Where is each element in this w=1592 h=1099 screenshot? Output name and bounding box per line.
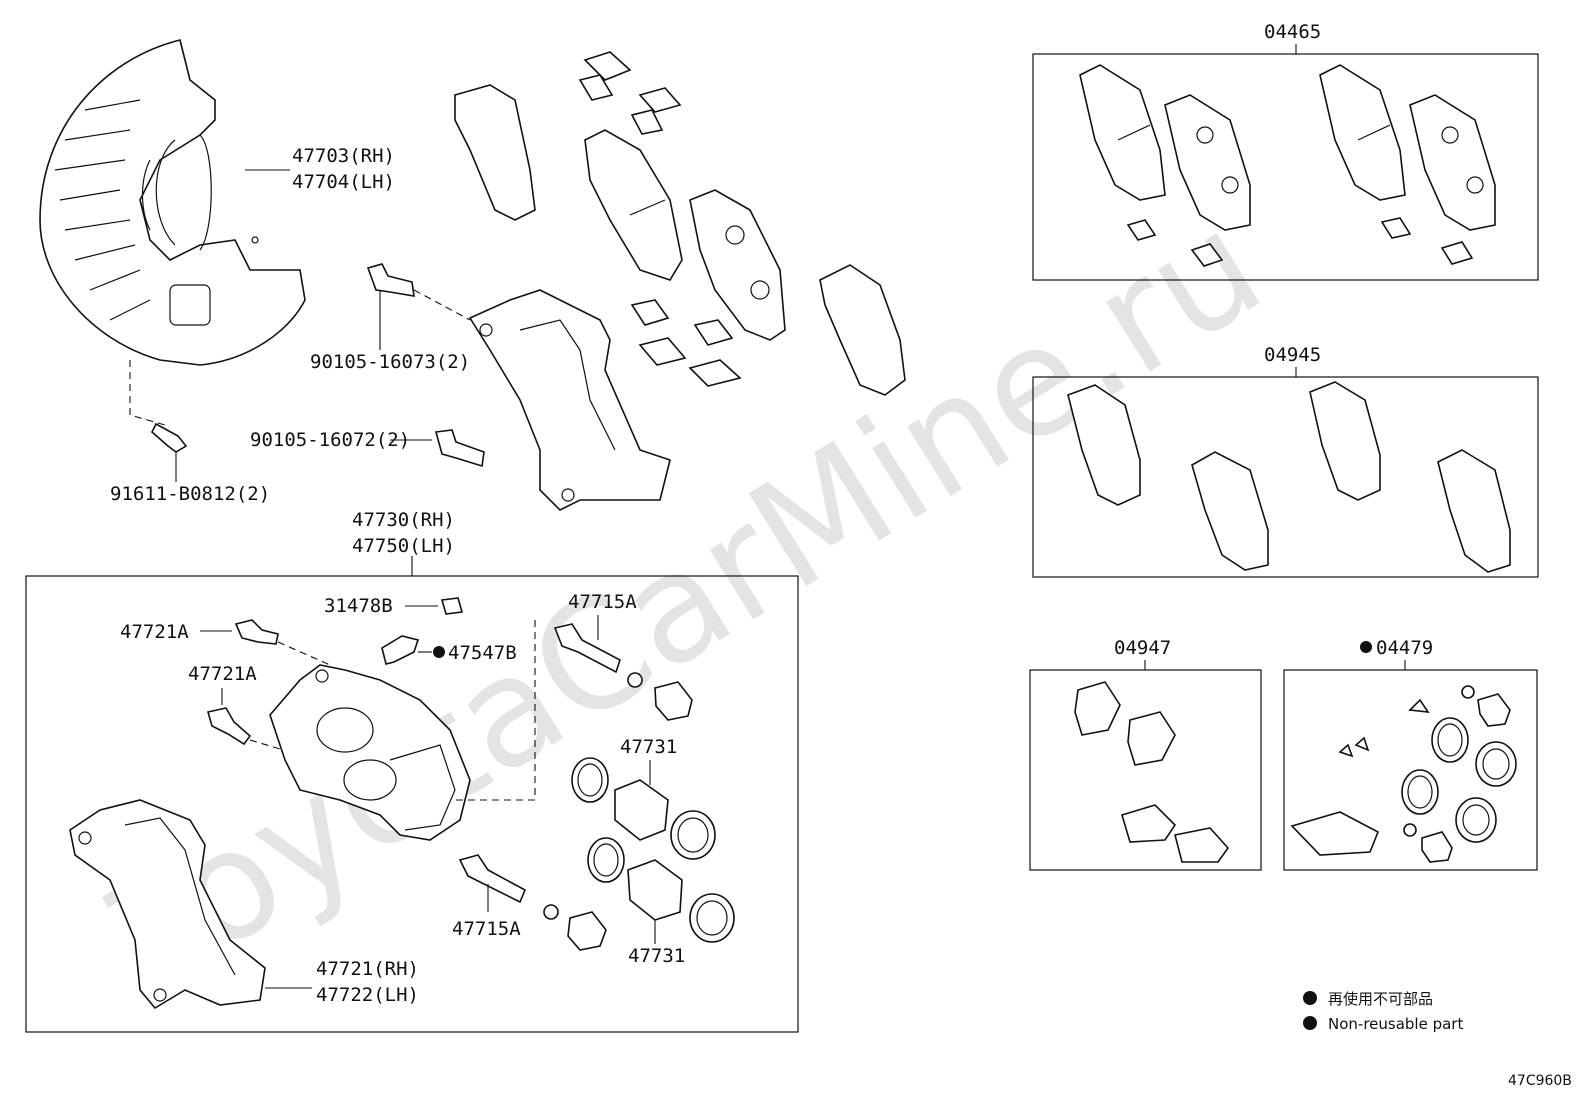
mounting-rh-label: 47721(RH): [316, 958, 419, 980]
piston-bottom-label: 47731: [628, 945, 685, 967]
legend-line2: Non-reusable part: [1328, 1015, 1463, 1033]
bleeder-plug: [381, 635, 420, 665]
kit-04479-parts: [1290, 685, 1517, 863]
pad-outer: [689, 189, 786, 341]
dust-shield: [39, 39, 306, 366]
piston-top-label: 47731: [620, 736, 677, 758]
legend-dot-1: [1303, 991, 1317, 1005]
caliper-rh-label: 47730(RH): [352, 509, 455, 531]
kit-04479-label: 04479: [1376, 637, 1433, 659]
kit-04947-clips: [1074, 681, 1230, 863]
slide-bushings-bottom: [543, 904, 607, 951]
slide-bolt-top: [553, 623, 621, 674]
bolt-91611-label: 91611-B0812(2): [110, 483, 270, 505]
caliper-body: [269, 664, 471, 841]
bolt-16072: [434, 429, 485, 468]
non-reusable-dot-04479: [1360, 641, 1372, 653]
non-reusable-dot: [433, 646, 445, 658]
kit-04947-box: [1029, 669, 1262, 871]
slide-bushings-top: [627, 672, 693, 721]
caliper-bracket-top: [468, 289, 671, 511]
caliper-lh-label: 47750(LH): [352, 535, 455, 557]
kit-04479-box: [1283, 669, 1538, 871]
kit-04945-box: [1032, 376, 1539, 578]
bolt-16073: [366, 263, 415, 297]
mounting-lh-label: 47722(LH): [316, 984, 419, 1006]
kit-04945-label: 04945: [1264, 344, 1321, 366]
kit-04465-label: 04465: [1264, 21, 1321, 43]
slide-bolt-top-label: 47715A: [568, 591, 637, 613]
bolt-91611: [151, 422, 188, 453]
bleeder-cap-label: 31478B: [324, 595, 393, 617]
slide-bolt-bottom-label: 47715A: [452, 918, 521, 940]
piston-seals-top: [571, 757, 716, 860]
legend-line1: 再使用不可部品: [1328, 990, 1433, 1008]
anti-squeal-clips: [578, 51, 742, 387]
piston-seals-bottom: [587, 837, 735, 943]
bolt-16073-label: 90105-16073(2): [310, 351, 470, 373]
shield-rh-label: 47703(RH): [292, 145, 395, 167]
pad-shim-right: [819, 264, 906, 396]
slide-pin-a1: [234, 619, 279, 645]
pad-inner: [584, 129, 683, 281]
kit-04945-shims: [1067, 381, 1511, 573]
legend-dot-2: [1303, 1016, 1317, 1030]
mounting-bracket: [69, 799, 266, 1010]
pad-shim-left: [454, 84, 536, 221]
slide-bolt-bottom: [458, 854, 527, 904]
kit-04465-box: [1032, 53, 1539, 281]
kit-04465-pads: [1079, 64, 1496, 267]
diagram-code: 47C960B: [1508, 1073, 1572, 1089]
bolt-16072-label: 90105-16072(2): [250, 429, 410, 451]
kit-04947-label: 04947: [1114, 637, 1171, 659]
slide-pin-a1-label: 47721A: [120, 621, 189, 643]
slide-pin-a2: [206, 707, 252, 746]
bleeder-plug-label: 47547B: [448, 642, 517, 664]
shield-lh-label: 47704(LH): [292, 171, 395, 193]
slide-pin-a2-label: 47721A: [188, 663, 257, 685]
bleeder-cap: [440, 597, 464, 615]
